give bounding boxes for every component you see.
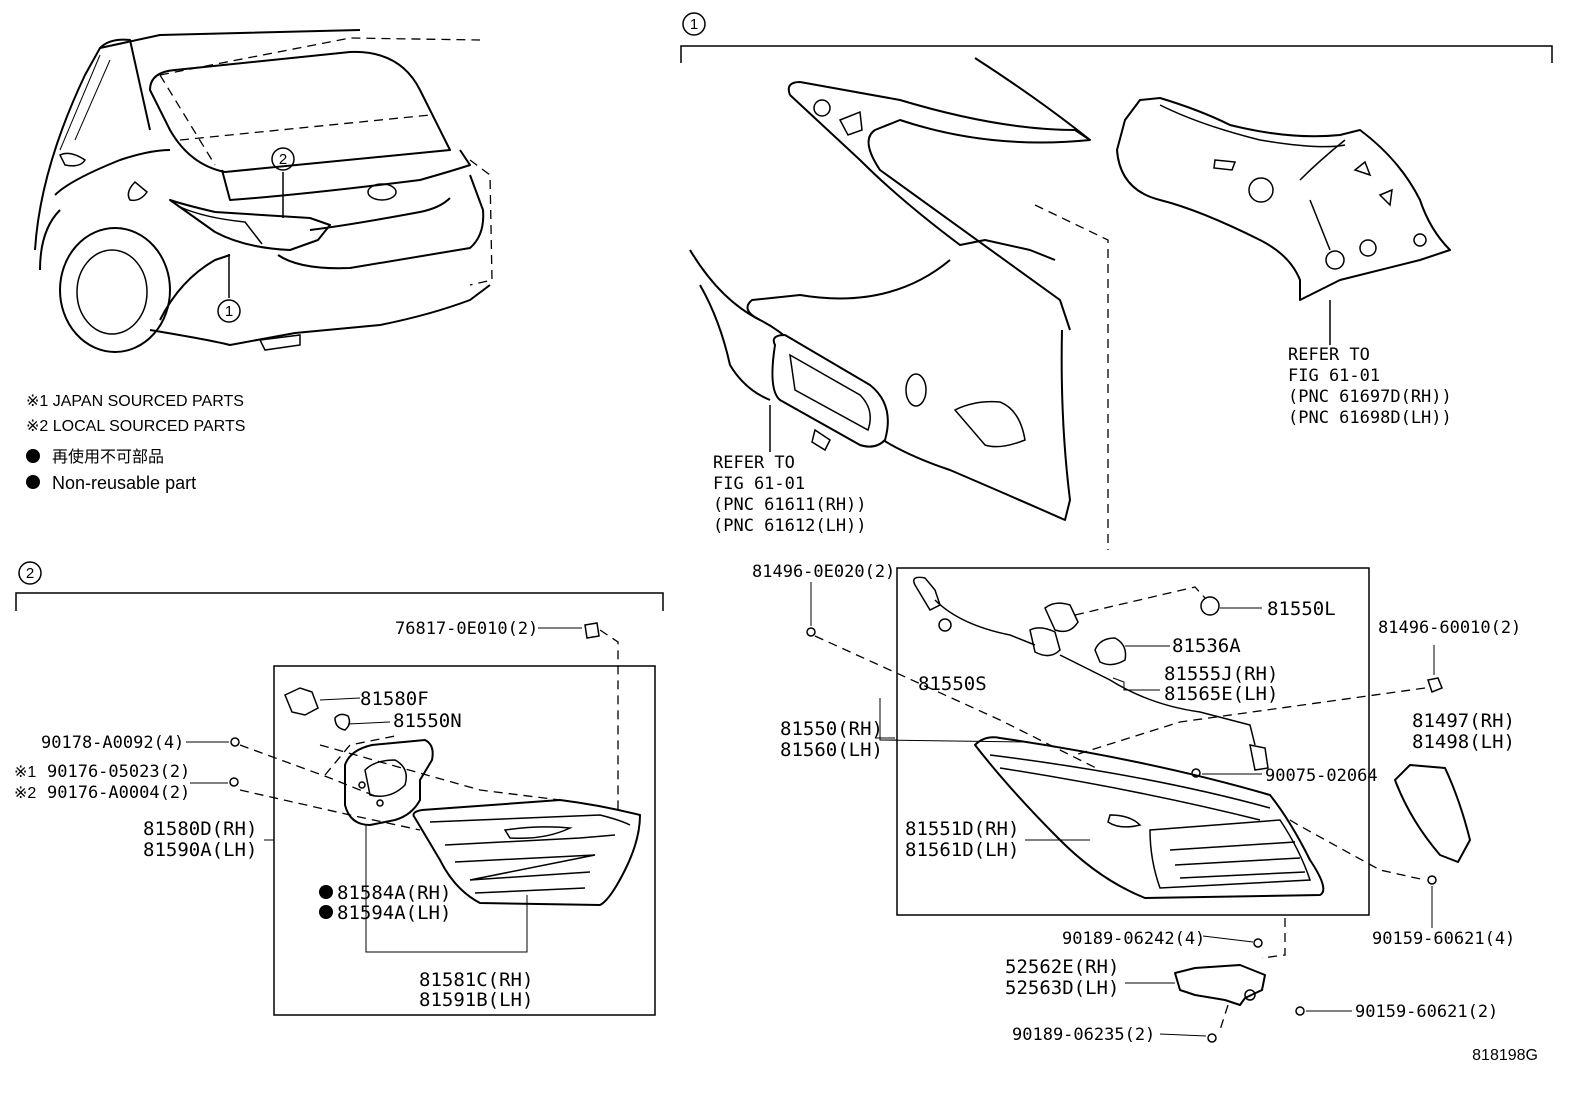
wiring-harness-illustration bbox=[913, 576, 1269, 771]
label-52563D-lh: 52563D(LH) bbox=[1005, 977, 1119, 999]
label-90189-06242: 90189-06242(4) bbox=[1062, 929, 1205, 949]
label-90189-06235: 90189-06235(2) bbox=[1012, 1025, 1155, 1045]
callout-2-marker-car: 2 bbox=[271, 147, 295, 171]
label-81550S: 81550S bbox=[918, 673, 987, 695]
gasket-illustration bbox=[344, 739, 434, 826]
label-local-mark: ※2 bbox=[14, 785, 36, 802]
svg-text:1: 1 bbox=[225, 303, 233, 320]
label-90159-60621-4: 90159-60621(4) bbox=[1372, 929, 1515, 949]
car-rear-overview-illustration bbox=[34, 29, 493, 353]
label-81590A-lh: 81590A(LH) bbox=[143, 839, 257, 861]
outer-tail-lamp-illustration bbox=[974, 736, 1325, 899]
section-1-labels: 81496-0E020(2) 81550L 81536A 81555J(RH) … bbox=[752, 562, 1521, 1045]
svg-text:1: 1 bbox=[690, 16, 698, 33]
label-81536A: 81536A bbox=[1172, 635, 1241, 657]
label-76817-0E010: 76817-0E010(2) bbox=[395, 619, 538, 639]
socket-and-bulb-illustration bbox=[284, 687, 351, 731]
non-reusable-dot-icon bbox=[319, 885, 333, 899]
label-81496-60010: 81496-60010(2) bbox=[1378, 618, 1521, 638]
non-reusable-dot-icon bbox=[26, 475, 40, 489]
svg-text:(PNC 61612(LH)): (PNC 61612(LH)) bbox=[713, 516, 867, 536]
legend: ※1 JAPAN SOURCED PARTS ※2 LOCAL SOURCED … bbox=[26, 393, 245, 493]
inner-tail-lamp-illustration bbox=[412, 799, 641, 906]
refer-note-inner-panel: REFER TO FIG 61-01 (PNC 61697D(RH)) (PNC… bbox=[1288, 345, 1452, 428]
label-81550L: 81550L bbox=[1267, 598, 1336, 620]
label-81551D-rh: 81551D(RH) bbox=[905, 818, 1019, 840]
refer-note-quarter-panel: REFER TO FIG 61-01 (PNC 61611(RH)) (PNC … bbox=[713, 453, 867, 536]
inner-panel-illustration bbox=[1116, 97, 1451, 345]
legend-japan-sourced: ※1 JAPAN SOURCED PARTS bbox=[26, 393, 244, 410]
label-90075-02064: 90075-02064 bbox=[1265, 766, 1378, 786]
label-90159-60621-2: 90159-60621(2) bbox=[1355, 1002, 1498, 1022]
fastener-icons bbox=[806, 627, 1443, 1043]
legend-non-reusable-ja: 再使用不可部品 bbox=[52, 448, 164, 466]
label-81497-rh: 81497(RH) bbox=[1412, 710, 1515, 732]
tail-lamp-assembly-box bbox=[896, 567, 1370, 916]
label-japan-mark: ※1 bbox=[14, 764, 36, 781]
lens-seal-illustration bbox=[1394, 764, 1471, 863]
label-81591B-lh: 81591B(LH) bbox=[419, 989, 533, 1011]
svg-text:(PNC 61611(RH)): (PNC 61611(RH)) bbox=[713, 495, 867, 515]
quarter-panel-illustration bbox=[689, 57, 1109, 550]
label-81561D-lh: 81561D(LH) bbox=[905, 839, 1019, 861]
figure-id: 818198G bbox=[1472, 1047, 1538, 1064]
non-reusable-dot-icon bbox=[26, 449, 40, 463]
label-81550-rh: 81550(RH) bbox=[780, 718, 883, 740]
legend-non-reusable-en: Non-reusable part bbox=[52, 473, 196, 493]
svg-text:2: 2 bbox=[26, 565, 34, 582]
label-81555J: 81555J(RH) bbox=[1164, 663, 1278, 685]
label-52562E-rh: 52562E(RH) bbox=[1005, 956, 1119, 978]
label-81560-lh: 81560(LH) bbox=[780, 739, 883, 761]
label-81498-lh: 81498(LH) bbox=[1412, 731, 1515, 753]
non-reusable-dot-icon bbox=[319, 905, 333, 919]
label-81496-0E020: 81496-0E020(2) bbox=[752, 562, 895, 582]
svg-text:REFER TO: REFER TO bbox=[1288, 345, 1370, 365]
label-81565E: 81565E(LH) bbox=[1164, 683, 1278, 705]
label-81580F: 81580F bbox=[360, 688, 429, 710]
inner-tail-lamp-box bbox=[273, 665, 656, 1016]
svg-text:FIG 61-01: FIG 61-01 bbox=[713, 474, 805, 494]
label-90176-A0004: 90176-A0004(2) bbox=[47, 783, 190, 803]
svg-text:FIG 61-01: FIG 61-01 bbox=[1288, 366, 1380, 386]
section-2-fasteners bbox=[229, 622, 600, 919]
label-81584A-rh: 81584A(RH) bbox=[337, 882, 451, 904]
svg-text:(PNC 61698D(LH)): (PNC 61698D(LH)) bbox=[1288, 408, 1452, 428]
label-90178-A0092: 90178-A0092(4) bbox=[41, 733, 184, 753]
callout-1-marker-car: 1 bbox=[217, 299, 241, 323]
label-81594A-lh: 81594A(LH) bbox=[337, 902, 451, 924]
legend-local-sourced: ※2 LOCAL SOURCED PARTS bbox=[26, 418, 245, 435]
section-2-leader-lines bbox=[186, 627, 619, 953]
label-81581C-rh: 81581C(RH) bbox=[419, 969, 533, 991]
label-90176-05023: 90176-05023(2) bbox=[47, 762, 190, 782]
svg-text:(PNC 61697D(RH)): (PNC 61697D(RH)) bbox=[1288, 387, 1452, 407]
label-81580D-rh: 81580D(RH) bbox=[143, 818, 257, 840]
section-1-leader-lines bbox=[810, 582, 1435, 1037]
svg-text:REFER TO: REFER TO bbox=[713, 453, 795, 473]
section-1-header: 1 bbox=[680, 12, 1553, 63]
svg-text:2: 2 bbox=[279, 151, 287, 168]
bracket-52562-illustration bbox=[1174, 964, 1266, 1006]
section-2-header: 2 bbox=[15, 561, 664, 611]
label-81550N: 81550N bbox=[393, 710, 462, 732]
section-2-labels: 76817-0E010(2) 81580F 81550N 90178-A0092… bbox=[14, 619, 538, 1011]
